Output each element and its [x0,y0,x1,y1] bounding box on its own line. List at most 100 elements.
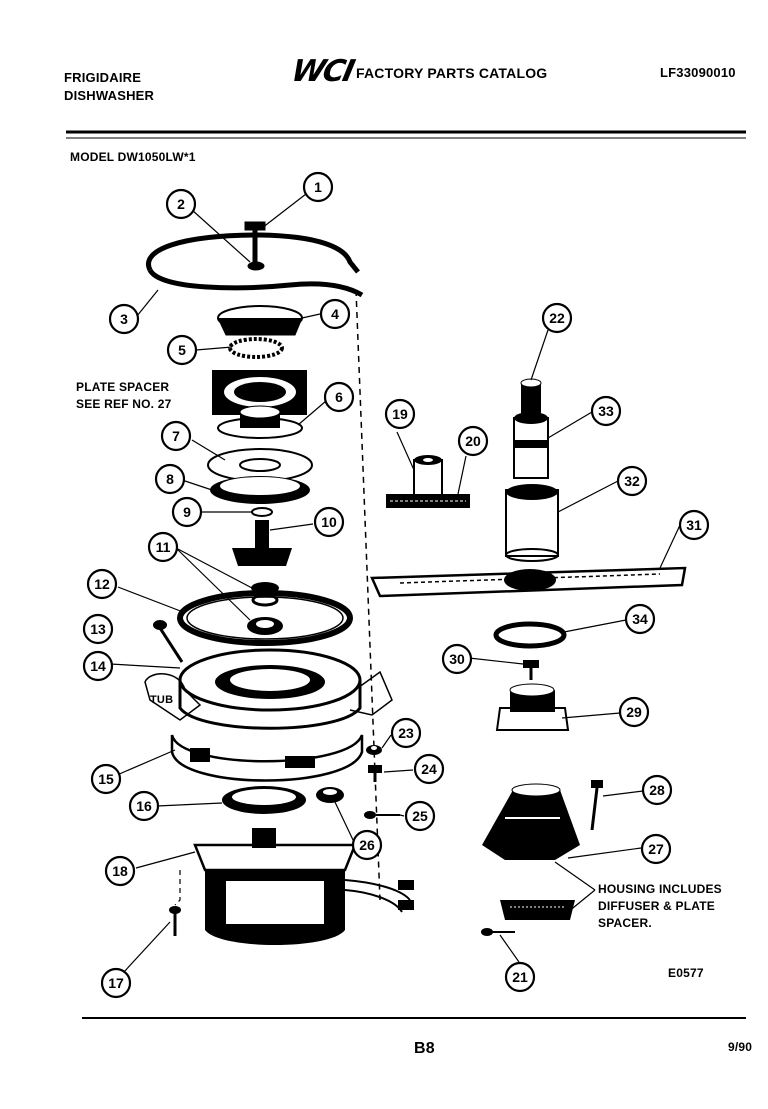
callout-number: 14 [90,658,106,674]
diagram-code: E0577 [668,966,704,980]
screw-17 [169,906,181,936]
callout-number: 13 [90,621,106,637]
callout-6: 6 [323,381,355,413]
page-number: B8 [414,1040,435,1057]
screw-24 [368,765,382,782]
callout-33: 33 [590,395,622,427]
callout-7: 7 [160,420,192,452]
callout-2: 2 [165,188,197,220]
tube-33 [513,412,549,479]
screw-21 [481,928,515,936]
screw-25 [364,811,400,819]
seal-9 [251,507,273,517]
callout-number: 32 [624,473,640,489]
callout-number: 12 [94,576,110,592]
callout-30: 30 [441,643,473,675]
callout-number: 2 [177,196,185,212]
callout-number: 28 [649,782,665,798]
brand-name: FRIGIDAIRE [64,70,142,85]
tube-22 [520,378,542,415]
callout-11: 11 [147,531,179,563]
callout-3: 3 [108,303,140,335]
callout-number: 8 [166,471,174,487]
callout-31: 31 [678,509,710,541]
callout-number: 1 [314,179,322,195]
callout-number: 3 [120,311,128,327]
callout-34: 34 [624,603,656,635]
callout-number: 30 [449,651,465,667]
callout-number: 16 [136,798,152,814]
heater-element [146,221,364,298]
callout-15: 15 [90,763,122,795]
catalog-number: LF33090010 [660,65,736,80]
filter-plate [217,305,303,336]
callout-20: 20 [457,425,489,457]
callout-18: 18 [104,855,136,887]
callout-number: 9 [183,504,191,520]
callout-number: 7 [172,428,180,444]
callout-number: 25 [412,808,428,824]
seal-assembly-11 [247,582,283,635]
callout-number: 21 [512,969,528,985]
callout-17: 17 [100,967,132,999]
callout-4: 4 [319,298,351,330]
callout-8: 8 [154,463,186,495]
callout-22: 22 [541,302,573,334]
callout-number: 10 [321,514,337,530]
plate-spacer-note-line2: SEE REF NO. 27 [76,397,172,411]
hub-29 [495,683,570,731]
housing-note-line1: HOUSING INCLUDES [598,882,722,896]
callout-9: 9 [171,496,203,528]
callout-number: 22 [549,310,565,326]
ring-34 [493,621,567,649]
callout-number: 19 [392,406,408,422]
date-code: 9/90 [728,1040,753,1054]
diffuser-6 [217,405,303,439]
tube-32 [505,484,559,562]
housing-27 [482,783,580,860]
diffuser-bits [500,900,575,920]
screw-30 [523,660,539,680]
callout-number: 31 [686,517,702,533]
housing-note-line3: SPACER. [598,916,652,930]
callout-number: 6 [335,389,343,405]
callout-number: 17 [108,975,124,991]
callout-21: 21 [504,961,536,993]
tube-19 [413,455,443,497]
screw-13 [153,620,184,663]
callout-28: 28 [641,774,673,806]
impeller-10 [232,520,292,566]
mounting-ring-15 [170,734,364,782]
housing-note-line2: DIFFUSER & PLATE [598,899,715,913]
callout-19: 19 [384,398,416,430]
motor-18 [193,828,414,945]
callout-number: 18 [112,863,128,879]
sump-14 [178,648,362,730]
tub-outline [144,670,393,721]
leader-lines [109,193,681,974]
product-type: DISHWASHER [64,88,155,103]
callout-number: 15 [98,771,114,787]
callout-1: 1 [302,171,334,203]
callout-number: 33 [598,403,614,419]
callout-26: 26 [351,829,383,861]
callout-32: 32 [616,465,648,497]
callout-25: 25 [404,800,436,832]
catalog-title: FACTORY PARTS CATALOG [356,65,548,81]
cover-plate-7 [207,448,313,482]
callout-23: 23 [390,717,422,749]
screw-28 [590,780,603,831]
gasket-5 [228,337,284,359]
callout-number: 20 [465,433,481,449]
filter-screen-20 [386,494,470,508]
callout-10: 10 [313,506,345,538]
motor-dashed-line [174,870,181,906]
model-number: MODEL DW1050LW*1 [70,150,196,164]
callout-14: 14 [82,650,114,682]
callout-number: 27 [648,841,664,857]
callout-5: 5 [166,334,198,366]
callout-number: 24 [421,761,437,777]
callout-16: 16 [128,790,160,822]
